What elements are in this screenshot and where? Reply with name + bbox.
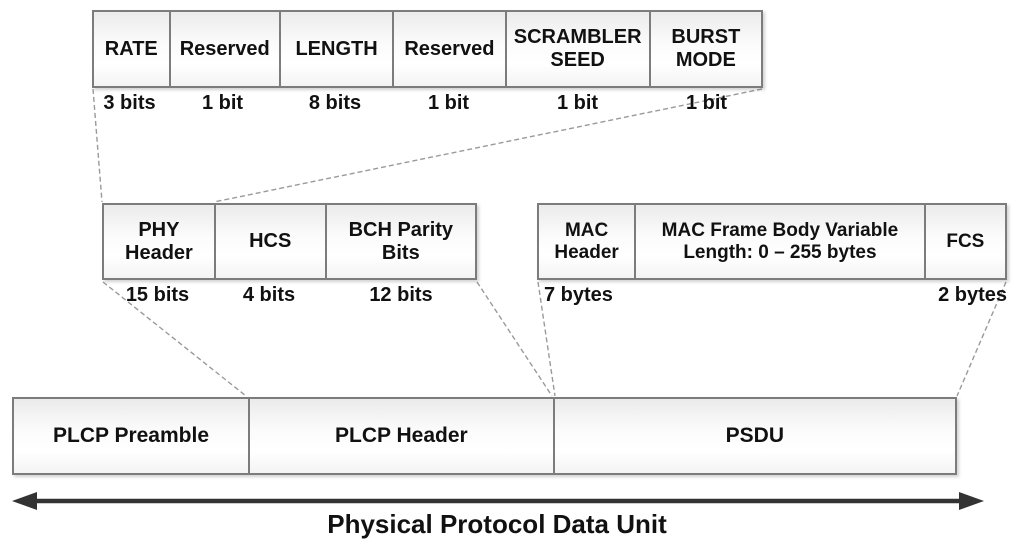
field-bch-parity-bits: BCH Parity Bits — [324, 205, 475, 278]
size-label-mac-header: 7 bytes — [544, 284, 613, 306]
ppdu-fields-row: PLCP Preamble PLCP Header PSDU — [12, 397, 957, 475]
dashed-connector-left-top — [92, 88, 103, 203]
size-label-hcs: 4 bits — [242, 284, 296, 306]
size-label-rate: 3 bits — [103, 92, 156, 114]
field-reserved-1: Reserved — [168, 12, 279, 86]
field-fcs: FCS — [923, 205, 1005, 278]
size-label-phy-header: 15 bits — [125, 284, 190, 306]
field-reserved-2: Reserved — [392, 12, 504, 86]
field-mac-header: MAC Header — [554, 219, 619, 263]
size-label-length: 8 bits — [308, 92, 362, 114]
size-label-reserved-1: 1 bit — [201, 92, 244, 114]
field-scrambler-seed: SCRAMBLER SEED — [504, 12, 649, 86]
field-rate: RATE — [104, 37, 158, 60]
field-burst-mode: BURST MODE — [648, 12, 761, 86]
field-phy-header: PHY Header — [125, 218, 193, 264]
field-length: LENGTH — [278, 12, 392, 86]
plcp-header-fields-row: PHY Header HCS BCH Parity Bits — [102, 203, 477, 280]
field-mac-frame-body: MAC Frame Body Variable Length: 0 – 255 … — [634, 205, 923, 278]
field-psdu: PSDU — [552, 399, 955, 473]
psdu-fields-row: MAC Header MAC Frame Body Variable Lengt… — [537, 203, 1007, 280]
dashed-connector-plcpheader-left — [102, 281, 247, 397]
size-label-reserved-2: 1 bit — [427, 92, 470, 114]
phy-header-fields-row: RATE Reserved LENGTH Reserved SCRAMBLER … — [92, 10, 763, 88]
field-hcs: HCS — [213, 205, 325, 278]
dashed-connector-plcpheader-right — [476, 281, 553, 397]
dashed-connector-psdu-right — [956, 281, 1007, 397]
dashed-connector-right-top — [213, 88, 763, 203]
field-plcp-header: PLCP Header — [248, 399, 553, 473]
double-headed-arrow-icon — [12, 492, 984, 510]
diagram-title: Physical Protocol Data Unit — [327, 509, 667, 539]
size-label-bch-parity-bits: 12 bits — [369, 284, 433, 306]
size-label-fcs: 2 bytes — [938, 284, 1007, 306]
dashed-connector-psdu-left — [537, 281, 556, 397]
field-plcp-preamble: PLCP Preamble — [52, 423, 209, 447]
size-label-burst-mode: 1 bit — [685, 92, 728, 114]
size-label-scrambler-seed: 1 bit — [556, 92, 599, 114]
